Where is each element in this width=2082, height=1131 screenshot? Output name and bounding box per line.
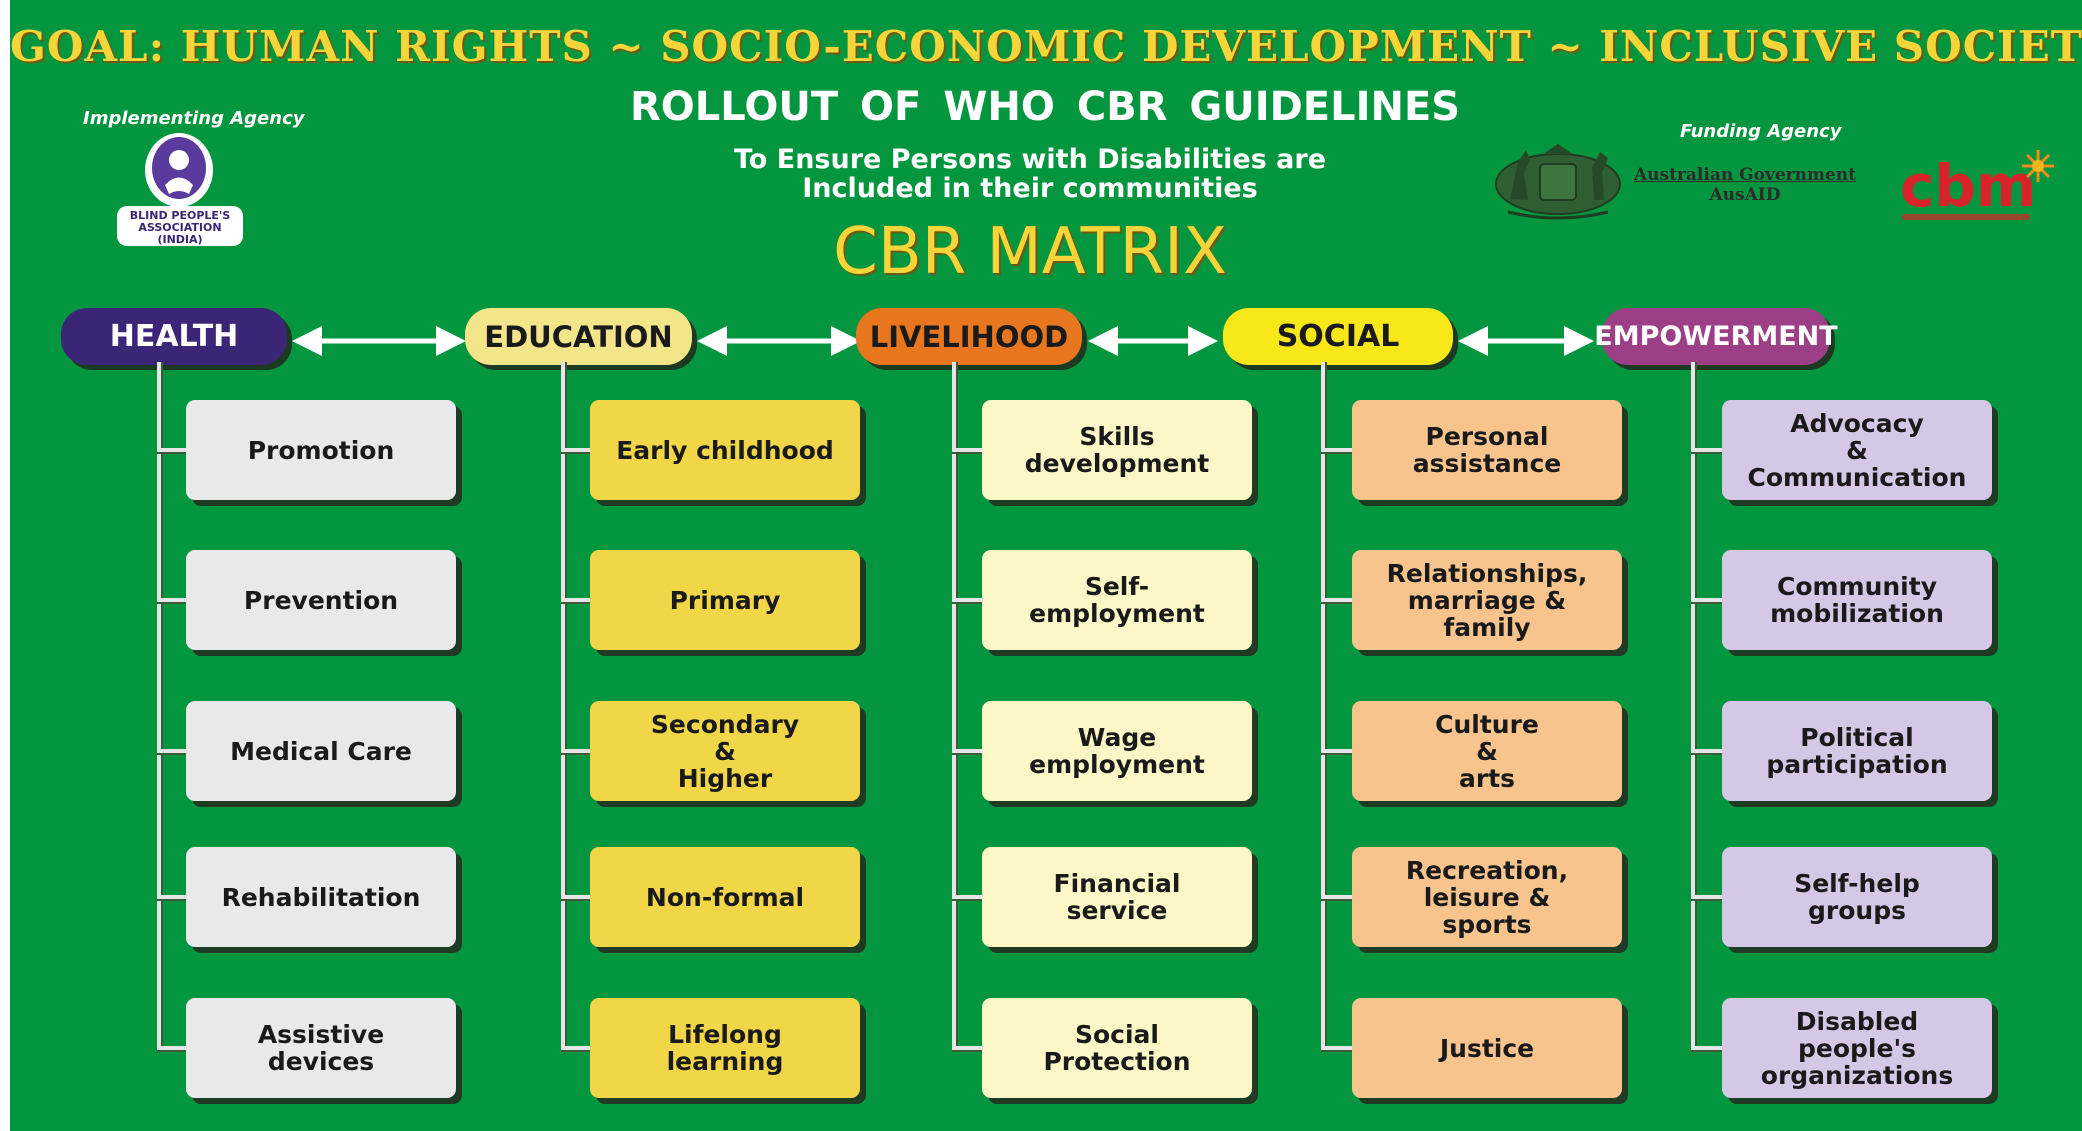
implementing-agency-label: Implementing Agency bbox=[83, 108, 305, 129]
connector-stub bbox=[561, 598, 590, 602]
connector-stub bbox=[157, 1046, 186, 1050]
australian-government-ausaid: Australian Government AusAID bbox=[1630, 165, 1860, 205]
education-item: Non-formal bbox=[590, 847, 860, 947]
header-empowerment: EMPOWERMENT bbox=[1594, 308, 1838, 365]
connector-stub bbox=[157, 749, 186, 753]
connector-stub bbox=[952, 749, 982, 753]
subtitle: To Ensure Persons with Disabilities are … bbox=[630, 145, 1430, 203]
livelihood-item: Skills development bbox=[982, 400, 1252, 500]
svg-text:BLIND PEOPLE'S: BLIND PEOPLE'S bbox=[130, 209, 231, 222]
arrow-livelihood-social bbox=[1088, 326, 1218, 356]
arrow-health-education bbox=[292, 326, 466, 356]
social-item: Relationships, marriage & family bbox=[1352, 550, 1622, 650]
social-item: Culture & arts bbox=[1352, 701, 1622, 801]
livelihood-item: Financial service bbox=[982, 847, 1252, 947]
connector-stub bbox=[157, 448, 186, 452]
rollout-heading: ROLLOUT OF WHO CBR GUIDELINES bbox=[630, 84, 1461, 130]
empowerment-item: Disabled people's organizations bbox=[1722, 998, 1992, 1098]
empowerment-item: Political participation bbox=[1722, 701, 1992, 801]
connector-stub bbox=[952, 448, 982, 452]
connector-stub bbox=[952, 1046, 982, 1050]
connector-stub bbox=[157, 895, 186, 899]
matrix-title: CBR MATRIX bbox=[833, 215, 1227, 289]
connector-stub bbox=[1321, 749, 1352, 753]
arrow-social-empowerment bbox=[1458, 326, 1594, 356]
connector-stub bbox=[1321, 895, 1352, 899]
connector-social bbox=[1321, 362, 1325, 1050]
ausgov-name: Australian Government bbox=[1633, 165, 1857, 185]
connector-stub bbox=[1321, 448, 1352, 452]
svg-text:ASSOCIATION: ASSOCIATION bbox=[138, 221, 221, 234]
subtitle-line-1: To Ensure Persons with Disabilities are bbox=[733, 144, 1327, 175]
connector-stub bbox=[952, 895, 982, 899]
arrow-education-livelihood bbox=[697, 326, 861, 356]
blind-peoples-association-logo: BLIND PEOPLE'S ASSOCIATION (INDIA) bbox=[117, 133, 243, 246]
header-social: SOCIAL bbox=[1223, 308, 1453, 365]
education-item: Lifelong learning bbox=[590, 998, 860, 1098]
empowerment-item: Advocacy & Communication bbox=[1722, 400, 1992, 500]
header-education-label: EDUCATION bbox=[484, 319, 673, 354]
ausaid-name: AusAID bbox=[1709, 185, 1781, 205]
subtitle-line-2: Included in their communities bbox=[802, 173, 1258, 204]
connector-empowerment bbox=[1691, 362, 1695, 1050]
header-social-label: SOCIAL bbox=[1276, 319, 1400, 354]
svg-text:(INDIA): (INDIA) bbox=[157, 233, 202, 246]
header-health: HEALTH bbox=[61, 308, 287, 365]
header-education: EDUCATION bbox=[465, 308, 692, 365]
svg-text:cbm: cbm bbox=[1900, 152, 2036, 220]
connector-stub bbox=[1321, 598, 1352, 602]
social-item: Justice bbox=[1352, 998, 1622, 1098]
connector-stub bbox=[1691, 749, 1722, 753]
connector-stub bbox=[561, 1046, 590, 1050]
connector-stub bbox=[1691, 598, 1722, 602]
connector-livelihood bbox=[952, 362, 956, 1050]
health-item: Promotion bbox=[186, 400, 456, 500]
goal-banner: GOAL: HUMAN RIGHTS ~ SOCIO-ECONOMIC DEVE… bbox=[10, 22, 2082, 71]
education-item: Early childhood bbox=[590, 400, 860, 500]
cbm-logo: cbm bbox=[1900, 150, 2054, 220]
connector-stub bbox=[1691, 448, 1722, 452]
health-item: Prevention bbox=[186, 550, 456, 650]
connector-stub bbox=[1691, 895, 1722, 899]
connector-stub bbox=[1321, 1046, 1352, 1050]
header-health-label: HEALTH bbox=[109, 319, 239, 354]
connector-stub bbox=[561, 448, 590, 452]
cbr-matrix-poster: GOAL: HUMAN RIGHTS ~ SOCIO-ECONOMIC DEVE… bbox=[10, 0, 2082, 1131]
social-item: Recreation, leisure & sports bbox=[1352, 847, 1622, 947]
funding-agency-label: Funding Agency bbox=[1680, 121, 1842, 142]
connector-stub bbox=[561, 749, 590, 753]
empowerment-item: Community mobilization bbox=[1722, 550, 1992, 650]
empowerment-item: Self-help groups bbox=[1722, 847, 1992, 947]
education-item: Primary bbox=[590, 550, 860, 650]
header-empowerment-label: EMPOWERMENT bbox=[1594, 321, 1838, 352]
connector-stub bbox=[1691, 1046, 1722, 1050]
livelihood-item: Wage employment bbox=[982, 701, 1252, 801]
social-item: Personal assistance bbox=[1352, 400, 1622, 500]
australian-coat-of-arms-icon bbox=[1495, 144, 1621, 220]
connector-stub bbox=[157, 598, 186, 602]
health-item: Medical Care bbox=[186, 701, 456, 801]
connector-stub bbox=[561, 895, 590, 899]
connector-health bbox=[157, 362, 161, 1050]
health-item: Rehabilitation bbox=[186, 847, 456, 947]
connector-stub bbox=[952, 598, 982, 602]
connector-education bbox=[561, 362, 565, 1050]
livelihood-item: Social Protection bbox=[982, 998, 1252, 1098]
header-livelihood: LIVELIHOOD bbox=[856, 308, 1082, 365]
header-livelihood-label: LIVELIHOOD bbox=[869, 319, 1069, 354]
education-item: Secondary & Higher bbox=[590, 701, 860, 801]
health-item: Assistive devices bbox=[186, 998, 456, 1098]
livelihood-item: Self- employment bbox=[982, 550, 1252, 650]
